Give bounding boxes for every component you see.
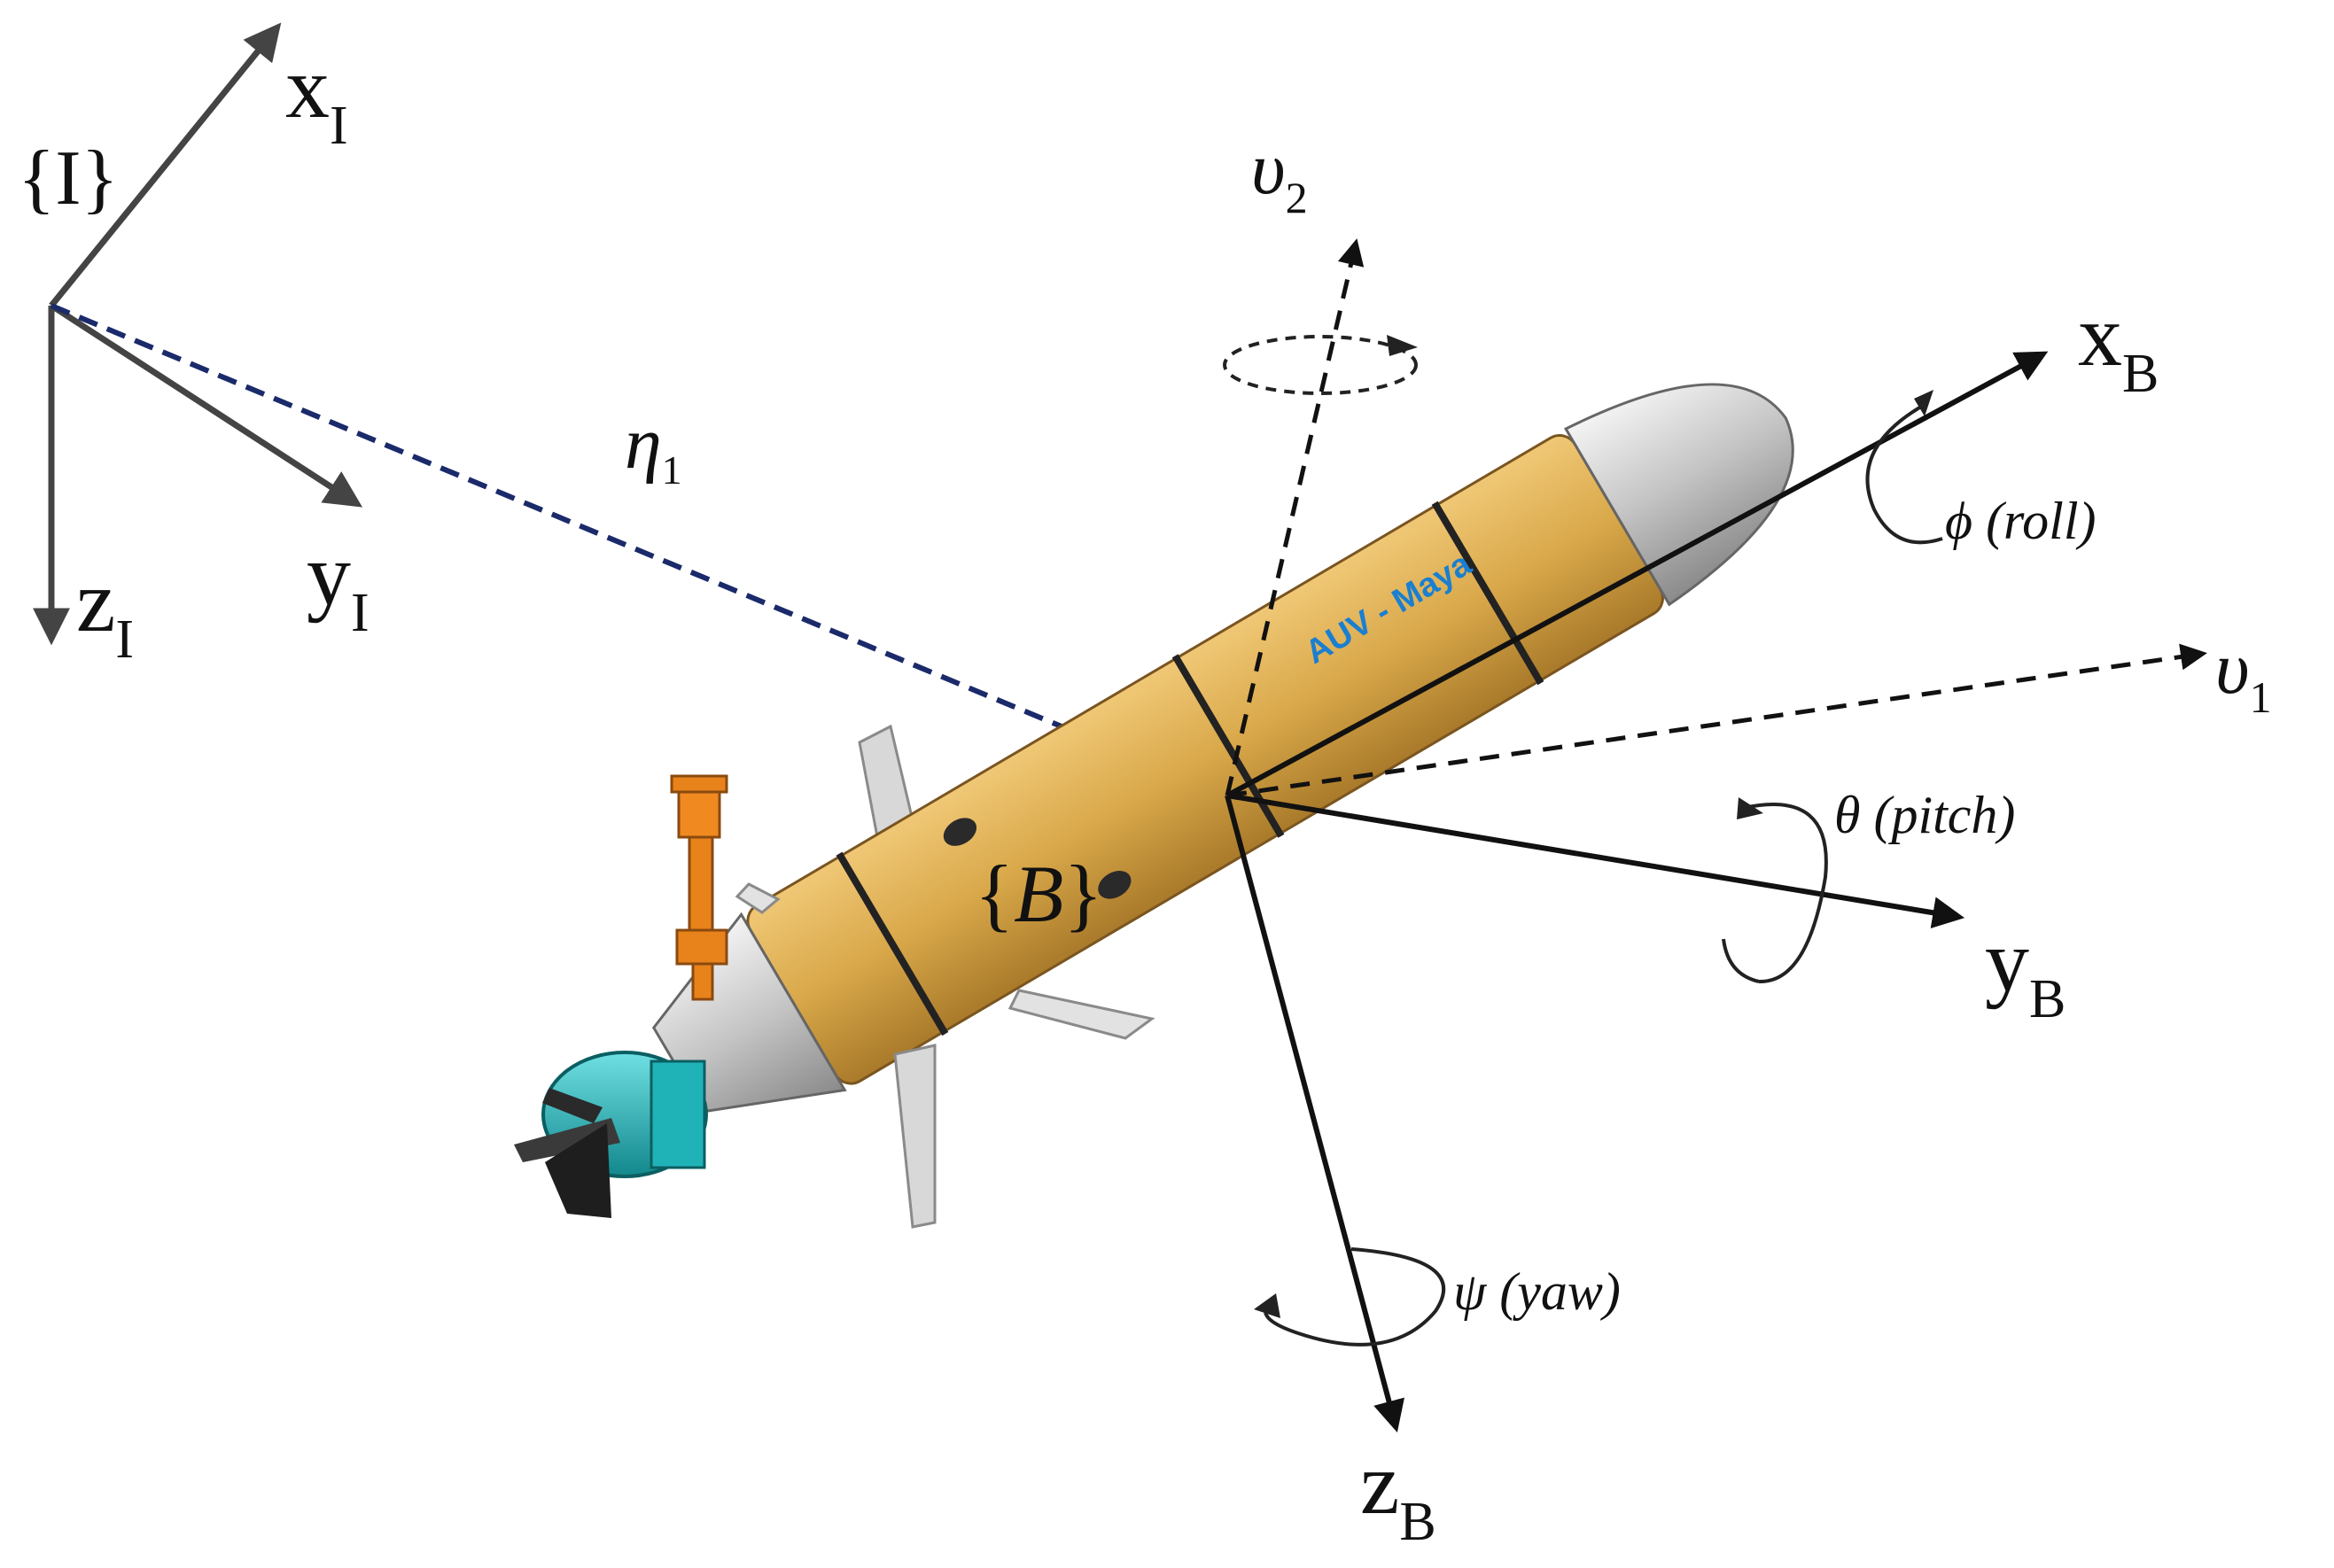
inertial-y-label: yI bbox=[307, 525, 370, 643]
inertial-frame-label: {I} bbox=[18, 136, 119, 221]
body-x-axis bbox=[1225, 351, 2049, 798]
propeller-blade bbox=[542, 1088, 603, 1123]
roll-rotation-arc bbox=[1865, 401, 1943, 545]
body-z-label: zB bbox=[1360, 1434, 1436, 1552]
yaw-label: ψ (yaw) bbox=[1453, 1262, 1621, 1321]
hull-port bbox=[943, 818, 977, 846]
propeller-blade bbox=[545, 1123, 611, 1218]
inertial-z-label: zI bbox=[76, 552, 134, 670]
hull-ring bbox=[836, 851, 949, 1036]
hull-ring bbox=[1431, 501, 1544, 686]
body-frame-label: {B} bbox=[975, 849, 1103, 939]
v1-label: υ1 bbox=[2215, 627, 2272, 722]
propeller-blade bbox=[514, 1118, 620, 1162]
inertial-x-axis bbox=[49, 22, 282, 308]
yaw-arrowhead bbox=[1254, 1293, 1280, 1318]
side-fin bbox=[1008, 989, 1155, 1040]
inertial-y-axis bbox=[50, 303, 363, 508]
v2-rotation-arc bbox=[1223, 335, 1418, 395]
pitch-arrowhead bbox=[1737, 797, 1763, 819]
v2-rotation-arrowhead bbox=[1387, 335, 1418, 356]
eta-label: η1 bbox=[625, 402, 682, 493]
pitch-rotation-arc-lower bbox=[1722, 938, 1760, 983]
pitch-rotation-arc bbox=[1743, 803, 1828, 984]
yaw-rotation-arc bbox=[1264, 1247, 1446, 1347]
body-y-axis bbox=[1226, 793, 1965, 929]
thruster bbox=[514, 1051, 708, 1218]
lower-fin bbox=[893, 1044, 937, 1229]
side-fin-left bbox=[735, 882, 781, 914]
body-x-label: xB bbox=[2078, 286, 2159, 404]
rotation-indicators: ϕ (roll) θ (pitch) ψ (yaw) bbox=[1223, 335, 2097, 1347]
body-frame: xB yB zB {B} υ1 υ2 bbox=[975, 128, 2272, 1552]
pitch-label: θ (pitch) bbox=[1834, 786, 2015, 844]
auv-vehicle: AUV - Maya bbox=[514, 383, 1794, 1229]
v1-dashed-axis bbox=[1226, 643, 2207, 798]
body-z-axis bbox=[1225, 795, 1404, 1432]
front-nose-cone bbox=[1563, 383, 1794, 607]
antenna-mast bbox=[670, 774, 728, 1001]
eta-dashed-line bbox=[50, 303, 1229, 798]
body-y-label: yB bbox=[1985, 912, 2066, 1029]
hull-port bbox=[1098, 871, 1132, 899]
position-vector: η1 bbox=[50, 303, 1229, 798]
roll-label: ϕ (roll) bbox=[1945, 492, 2097, 550]
v2-label: υ2 bbox=[1251, 128, 1308, 222]
inertial-frame: {I} xI yI zI bbox=[18, 22, 370, 670]
inertial-x-label: xI bbox=[285, 38, 348, 156]
hull-ring bbox=[1171, 654, 1285, 838]
roll-arrowhead bbox=[1914, 390, 1933, 416]
